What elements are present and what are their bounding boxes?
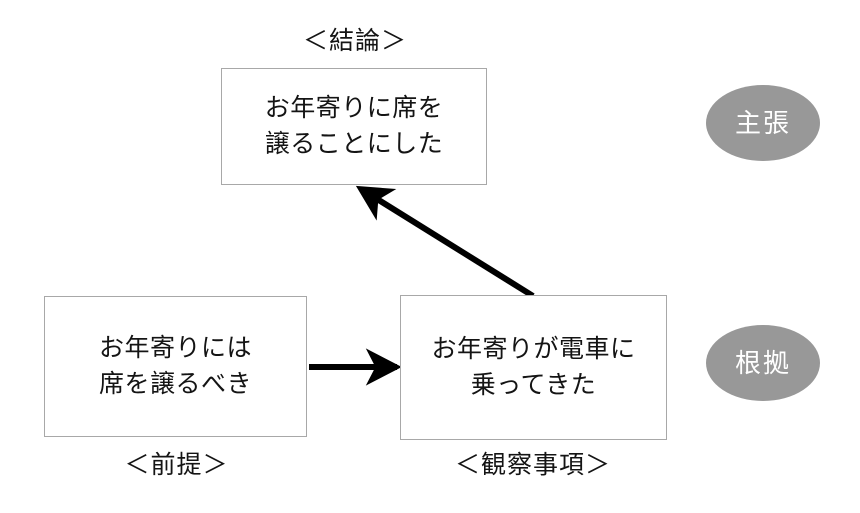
caption-premise: ＜前提＞ (124, 451, 229, 479)
role-ellipse-ground[interactable]: 根拠 (706, 325, 820, 401)
role-label-claim: 主張 (734, 108, 791, 138)
arrow-observation-to-conclusion (355, 185, 535, 299)
node-box-premise[interactable]: お年寄りには 席を譲るべき (44, 296, 307, 437)
node-box-conclusion[interactable]: お年寄りに席を 譲ることにした (221, 68, 487, 185)
node-text-premise: お年寄りには 席を譲るべき (98, 334, 252, 398)
role-label-ground: 根拠 (734, 348, 791, 378)
node-box-observation[interactable]: お年寄りが電車に 乗ってきた (400, 295, 667, 440)
caption-observation: ＜観察事項＞ (454, 451, 611, 479)
node-text-conclusion: お年寄りに席を 譲ることにした (264, 94, 444, 158)
node-text-observation: お年寄りが電車に 乗ってきた (431, 335, 636, 399)
caption-conclusion: ＜結論＞ (302, 27, 407, 55)
role-ellipse-claim[interactable]: 主張 (706, 85, 820, 161)
